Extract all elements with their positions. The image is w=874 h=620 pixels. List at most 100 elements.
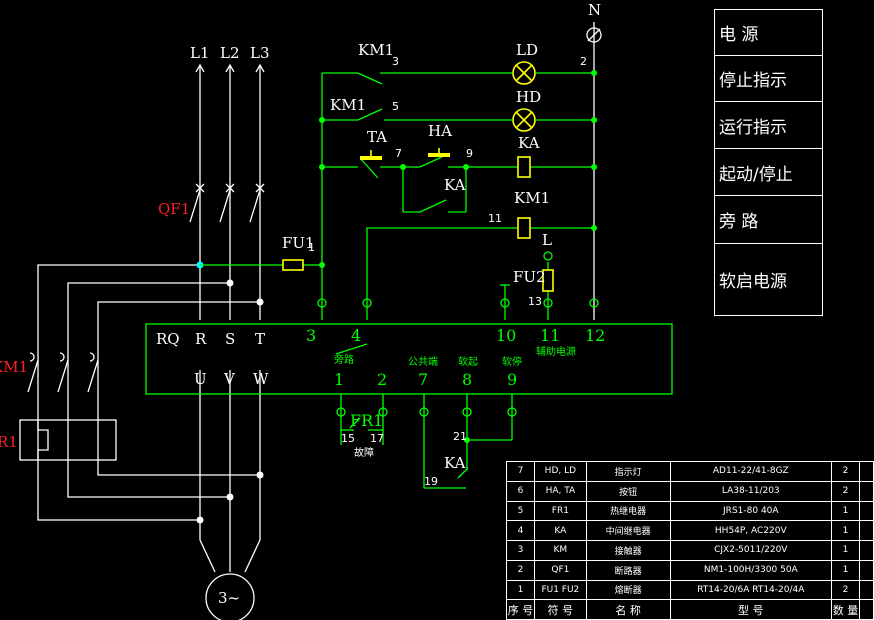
bom-symbol-cell: HA, TA xyxy=(533,480,587,502)
legend-bypass: 旁 路 xyxy=(715,196,822,244)
ka-coil-label: KA xyxy=(518,134,540,152)
terminal-2: 2 xyxy=(377,370,388,389)
line-l1-label: L1 xyxy=(190,44,210,62)
ka-bottom-label: KA xyxy=(444,454,466,472)
bom-pad-cell xyxy=(859,579,874,601)
node-3: 3 xyxy=(392,55,399,68)
table-header-row: 序 号符 号名 称型 号数 量 xyxy=(506,599,874,620)
terminal-12: 12 xyxy=(585,326,606,345)
terminal-8: 8 xyxy=(462,370,473,389)
legend-stop-indicator: 停止指示 xyxy=(715,56,822,102)
bom-model-cell: CJX2-5011/220V xyxy=(669,540,833,561)
terminal-11: 11 xyxy=(540,326,561,345)
bom-symbol-cell: HD, LD xyxy=(533,461,587,482)
breaker-label: QF1 xyxy=(158,200,191,218)
fu1-label: FU1 xyxy=(282,234,315,252)
bom-header-index: 序 号 xyxy=(506,599,535,620)
bom-pad-cell xyxy=(859,500,874,522)
bom-name-cell: 熔断器 xyxy=(585,579,671,601)
terminal-3: 3 xyxy=(306,326,317,345)
line-l3-label: L3 xyxy=(250,44,270,62)
function-legend: 电 源 停止指示 运行指示 起动/停止 旁 路 软启电源 xyxy=(714,9,823,316)
motor-label: 3~ xyxy=(218,589,241,607)
bom-name-cell: 断路器 xyxy=(585,559,671,581)
bom-model-cell: LA38-11/203 xyxy=(669,480,833,502)
bom-qty-cell: 1 xyxy=(831,540,861,561)
bom-symbol-cell: QF1 xyxy=(533,559,587,581)
terminal-t: T xyxy=(255,330,266,348)
node-11: 11 xyxy=(488,212,502,225)
bom-qty-cell: 1 xyxy=(831,500,861,522)
legend-power: 电 源 xyxy=(715,10,822,56)
terminal-9: 9 xyxy=(507,370,518,389)
node-17: 17 xyxy=(370,432,384,445)
bom-name-cell: 指示灯 xyxy=(585,461,671,482)
terminal-u: U xyxy=(194,370,207,388)
bom-symbol-cell: FU1 FU2 xyxy=(533,579,587,601)
legend-start-stop: 起动/停止 xyxy=(715,149,822,196)
ta-label: TA xyxy=(367,128,388,146)
ka-contact-label: KA xyxy=(444,176,466,194)
bom-name-cell: 按钮 xyxy=(585,480,671,502)
bypass-label: 旁路 xyxy=(334,355,354,366)
ha-label: HA xyxy=(428,122,452,140)
bom-name-cell: 中间继电器 xyxy=(585,520,671,541)
bom-model-cell: JRS1-80 40A xyxy=(669,500,833,522)
fu2-label: FU2 xyxy=(513,268,546,286)
node-5: 5 xyxy=(392,100,399,113)
node-13: 13 xyxy=(528,295,542,308)
bom-model-cell: NM1-100H/3300 50A xyxy=(669,559,833,581)
fault-label: 故障 xyxy=(354,448,374,459)
bom-name-cell: 热继电器 xyxy=(585,500,671,522)
bom-qty-cell: 2 xyxy=(831,579,861,601)
terminal-w: W xyxy=(253,370,269,388)
aux-power-label: 辅助电源 xyxy=(536,347,576,358)
node-2: 2 xyxy=(580,55,587,68)
terminal-s: S xyxy=(225,330,236,348)
legend-soft-start-power: 软启电源 xyxy=(719,272,787,292)
terminal-r: R xyxy=(195,330,207,348)
bom-header-name: 名 称 xyxy=(585,599,671,620)
node-1: 1 xyxy=(308,241,315,254)
bom-name-cell: 接触器 xyxy=(585,540,671,561)
line-l2-label: L2 xyxy=(220,44,240,62)
bom-index-cell: 7 xyxy=(506,461,535,482)
bom-qty-cell: 2 xyxy=(831,480,861,502)
bom-model-cell: AD11-22/41-8GZ xyxy=(669,461,833,482)
contactor-label: KM1 xyxy=(0,358,29,376)
km1-contact-label: KM1 xyxy=(330,96,367,114)
node-15: 15 xyxy=(341,432,355,445)
node-21: 21 xyxy=(453,430,467,443)
bom-model-cell: HH54P, AC220V xyxy=(669,520,833,541)
bom-symbol-cell: KM xyxy=(533,540,587,561)
soft-stop-label: 软停 xyxy=(502,357,522,368)
ld-label: LD xyxy=(516,41,538,59)
bom-index-cell: 4 xyxy=(506,520,535,541)
terminal-v: V xyxy=(224,370,235,388)
bom-index-cell: 2 xyxy=(506,559,535,581)
terminal-4: 4 xyxy=(351,326,362,345)
relay-label: R1 xyxy=(0,433,18,451)
neutral-label: N xyxy=(588,1,602,19)
bom-qty-cell: 1 xyxy=(831,520,861,541)
bom-index-cell: 1 xyxy=(506,579,535,601)
bom-index-cell: 6 xyxy=(506,480,535,502)
hd-label: HD xyxy=(516,88,542,106)
node-9: 9 xyxy=(466,147,473,160)
soft-start-label: 软起 xyxy=(458,357,478,368)
bom-header-qty: 数 量 xyxy=(831,599,861,620)
bom-qty-cell: 2 xyxy=(831,461,861,482)
legend-run-indicator: 运行指示 xyxy=(715,102,822,149)
bom-pad-cell xyxy=(859,540,874,561)
node-7: 7 xyxy=(395,147,402,160)
bom-symbol-cell: KA xyxy=(533,520,587,541)
bom-symbol-cell: FR1 xyxy=(533,500,587,522)
bom-pad-cell xyxy=(859,559,874,581)
